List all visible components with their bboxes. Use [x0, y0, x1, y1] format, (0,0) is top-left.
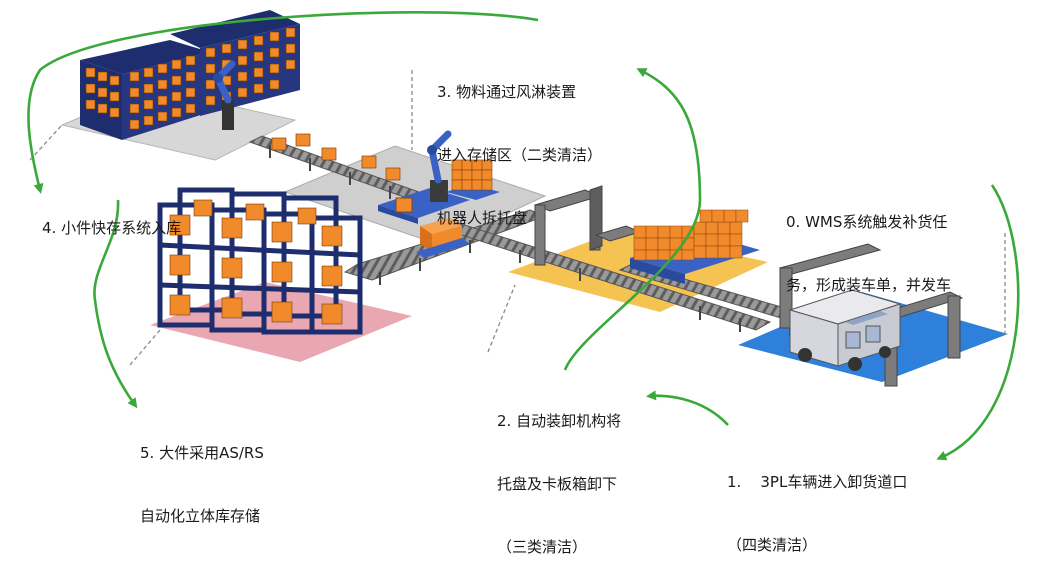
- robot-cell: [378, 130, 500, 224]
- step-1-line-2: （四类清洁）: [727, 536, 818, 554]
- step-5-label: 5. 大件采用AS/RS 自动化立体库存储: [140, 401, 264, 548]
- step-0-label: 0. WMS系统触发补货任 务，形成装车单，并发车: [786, 170, 951, 317]
- pallet-icon: [630, 209, 760, 284]
- asrs-rack: [157, 187, 363, 335]
- step-1-label: 1. 3PL车辆进入卸货道口 （四类清洁）: [727, 430, 907, 577]
- step-3-line-2: 进入存储区（二类清洁）: [437, 146, 603, 164]
- step-0-line-1: 0. WMS系统触发补货任: [786, 213, 948, 231]
- conveyor-crate: [416, 218, 470, 258]
- step-0-line-2: 务，形成装车单，并发车: [786, 276, 952, 294]
- robot-arm-icon: [213, 60, 236, 130]
- leader-lines: [29, 70, 1006, 366]
- conveyor-cargo: [271, 133, 401, 181]
- step-2-line-2: 托盘及卡板箱卸下: [497, 475, 618, 493]
- step-2-label: 2. 自动装卸机构将 托盘及卡板箱卸下 （三类清洁）: [497, 369, 621, 579]
- truck-icon: [788, 289, 902, 371]
- step-2-line-3: （三类清洁）: [497, 538, 588, 556]
- step-3-line-3: 机器人拆托盘: [437, 209, 528, 227]
- step-3-label: 3. 物料通过风淋装置 进入存储区（二类清洁） 机器人拆托盘: [437, 40, 602, 250]
- warehouse-flow-diagram: [27, 10, 1020, 461]
- step-3-line-1: 3. 物料通过风淋装置: [437, 83, 577, 101]
- step-1-line-1: 1. 3PL车辆进入卸货道口: [727, 473, 908, 491]
- step-4-label: 4. 小件快存系统入库: [42, 176, 181, 260]
- step-5-line-2: 自动化立体库存储: [140, 507, 261, 525]
- flow-arrows: [27, 11, 1020, 461]
- step-2-line-1: 2. 自动装卸机构将: [497, 412, 622, 430]
- step-5-line-1: 5. 大件采用AS/RS: [140, 444, 264, 462]
- step-4-line-1: 4. 小件快存系统入库: [42, 219, 182, 237]
